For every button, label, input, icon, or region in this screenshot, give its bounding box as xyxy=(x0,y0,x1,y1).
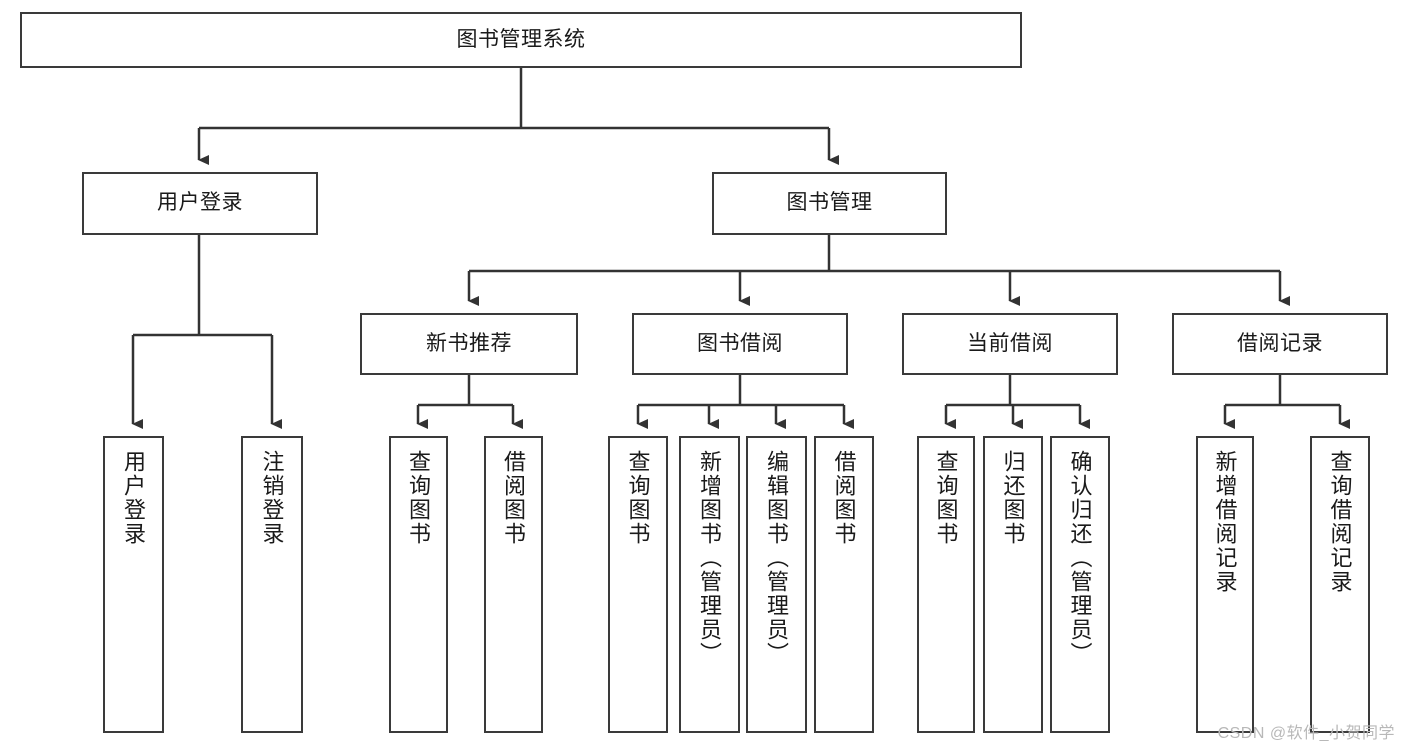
node-leaf-query-book-1-label: 查询图书 xyxy=(406,450,432,546)
node-borrow-record-label: 借阅记录 xyxy=(1237,331,1323,355)
node-leaf-add-book[interactable]: 新增图书（管理员） xyxy=(679,436,740,733)
node-leaf-add-record[interactable]: 新增借阅记录 xyxy=(1196,436,1254,733)
node-leaf-user-logout-label: 注销登录 xyxy=(259,450,285,546)
node-leaf-add-record-label: 新增借阅记录 xyxy=(1212,450,1238,594)
node-user-login[interactable]: 用户登录 xyxy=(82,172,318,235)
node-new-book-recommend[interactable]: 新书推荐 xyxy=(360,313,578,375)
node-book-borrow-label: 图书借阅 xyxy=(697,331,783,355)
node-leaf-edit-book[interactable]: 编辑图书（管理员） xyxy=(746,436,807,733)
node-user-login-label: 用户登录 xyxy=(157,191,243,215)
node-leaf-borrow-book-2[interactable]: 借阅图书 xyxy=(814,436,874,733)
csdn-watermark: CSDN @软件_小贺同学 xyxy=(1217,725,1395,742)
node-leaf-add-book-label: 新增图书（管理员） xyxy=(697,450,723,666)
node-leaf-confirm-return[interactable]: 确认归还（管理员） xyxy=(1050,436,1110,733)
node-current-borrow-label: 当前借阅 xyxy=(967,331,1053,355)
node-leaf-query-book-2[interactable]: 查询图书 xyxy=(608,436,668,733)
node-leaf-query-book-3[interactable]: 查询图书 xyxy=(917,436,975,733)
node-leaf-borrow-book-1-label: 借阅图书 xyxy=(501,450,527,546)
node-book-management[interactable]: 图书管理 xyxy=(712,172,947,235)
node-leaf-user-logout[interactable]: 注销登录 xyxy=(241,436,303,733)
node-current-borrow[interactable]: 当前借阅 xyxy=(902,313,1118,375)
node-leaf-confirm-return-label: 确认归还（管理员） xyxy=(1067,450,1093,666)
node-leaf-query-book-2-label: 查询图书 xyxy=(625,450,651,546)
node-leaf-return-book[interactable]: 归还图书 xyxy=(983,436,1043,733)
node-leaf-query-book-3-label: 查询图书 xyxy=(933,450,959,546)
node-leaf-user-login-label: 用户登录 xyxy=(121,450,147,546)
node-leaf-borrow-book-1[interactable]: 借阅图书 xyxy=(484,436,543,733)
node-leaf-query-book-1[interactable]: 查询图书 xyxy=(389,436,448,733)
node-leaf-query-record[interactable]: 查询借阅记录 xyxy=(1310,436,1370,733)
node-leaf-user-login[interactable]: 用户登录 xyxy=(103,436,164,733)
node-borrow-record[interactable]: 借阅记录 xyxy=(1172,313,1388,375)
node-leaf-borrow-book-2-label: 借阅图书 xyxy=(831,450,857,546)
node-leaf-return-book-label: 归还图书 xyxy=(1000,450,1026,546)
node-root[interactable]: 图书管理系统 xyxy=(20,12,1022,68)
node-leaf-query-record-label: 查询借阅记录 xyxy=(1327,450,1353,594)
node-book-management-label: 图书管理 xyxy=(786,191,873,215)
node-root-label: 图书管理系统 xyxy=(456,27,586,51)
node-leaf-edit-book-label: 编辑图书（管理员） xyxy=(764,450,790,666)
node-new-book-recommend-label: 新书推荐 xyxy=(426,331,512,355)
node-book-borrow[interactable]: 图书借阅 xyxy=(632,313,848,375)
